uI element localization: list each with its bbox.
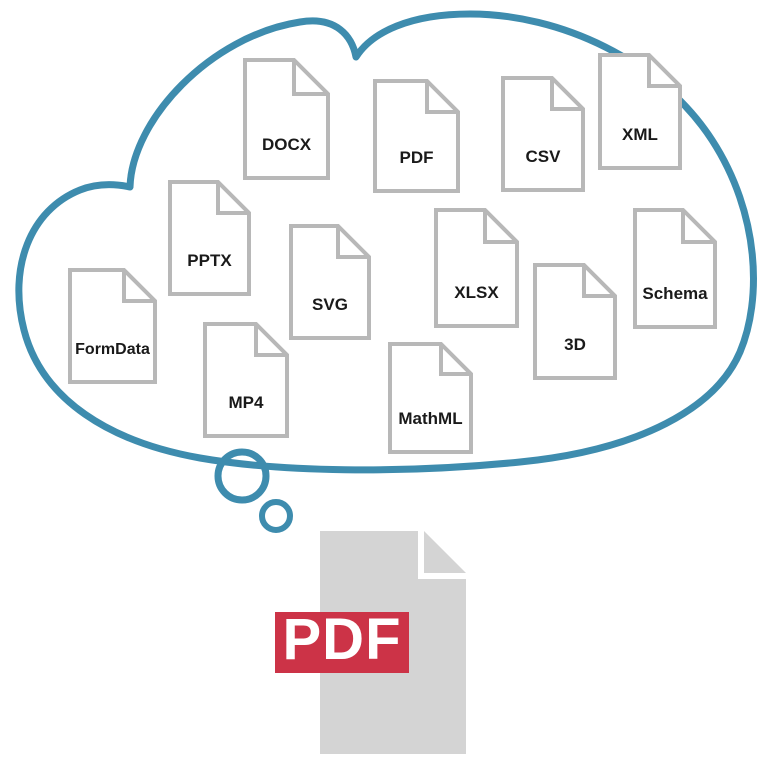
file-card-fold-corner [216,182,249,215]
pdf-badge [275,612,409,673]
file-card-xlsx[interactable]: XLSX [434,208,519,328]
file-card-body [203,322,289,438]
file-card-body [289,224,371,340]
file-card-body [68,268,157,384]
file-card-label: DOCX [262,135,312,154]
file-card-fold-corner [292,60,328,96]
file-card-label: 3D [564,335,586,354]
file-card-body [388,342,473,454]
file-card-body [243,58,330,180]
file-card-docx[interactable]: DOCX [243,58,330,180]
file-card-svg[interactable]: SVG [289,224,371,340]
file-card-schema[interactable]: Schema [633,208,717,329]
file-card-xml[interactable]: XML [598,53,682,170]
file-card-pptx[interactable]: PPTX [168,180,251,296]
file-card-fold-corner [550,78,583,111]
file-card-label: PDF [400,148,434,167]
file-card-body [501,76,585,192]
file-card-fold-corner [582,265,615,298]
file-card-label: SVG [312,295,348,314]
thought-bubble-small [259,499,293,533]
file-card-label: FormData [75,341,150,358]
thought-bubble-large [214,448,270,504]
file-card-label: XML [622,125,658,144]
file-card-mathml[interactable]: MathML [388,342,473,454]
output-pdf-document[interactable]: PDF [275,531,466,754]
file-card-threed[interactable]: 3D [533,263,617,380]
file-card-fold-corner [439,344,471,376]
file-card-fold-corner [483,210,517,244]
pdf-badge-label: PDF [283,607,402,672]
file-cards-layer: DOCX PDF CSV XML PPTX SVG XLSX SchemaFormDataMP… [68,53,717,454]
output-document-fold-corner [424,531,466,573]
file-card-label: Schema [642,284,708,303]
file-card-fold-corner [681,210,715,244]
file-card-fold-corner [336,226,369,259]
file-card-body [598,53,682,170]
file-card-body [633,208,717,329]
file-card-body [168,180,251,296]
cloud-outline-path [15,10,757,474]
thought-cloud [15,10,757,533]
file-card-body [434,208,519,328]
file-card-body [533,263,617,380]
file-card-pdf[interactable]: PDF [373,79,460,193]
file-card-fold-corner [122,270,155,303]
file-card-mp4[interactable]: MP4 [203,322,289,438]
file-card-csv[interactable]: CSV [501,76,585,192]
file-card-fold-corner [647,55,680,88]
file-card-body [373,79,460,193]
file-card-label: MP4 [229,393,265,412]
file-card-fold-corner [425,81,458,114]
file-card-label: PPTX [187,251,232,270]
output-document-layer: PDF [275,531,466,754]
file-card-label: XLSX [454,283,499,302]
file-card-label: MathML [398,409,462,428]
file-card-fold-corner [254,324,287,357]
file-card-formdata[interactable]: FormData [68,268,157,384]
file-card-label: CSV [526,147,562,166]
